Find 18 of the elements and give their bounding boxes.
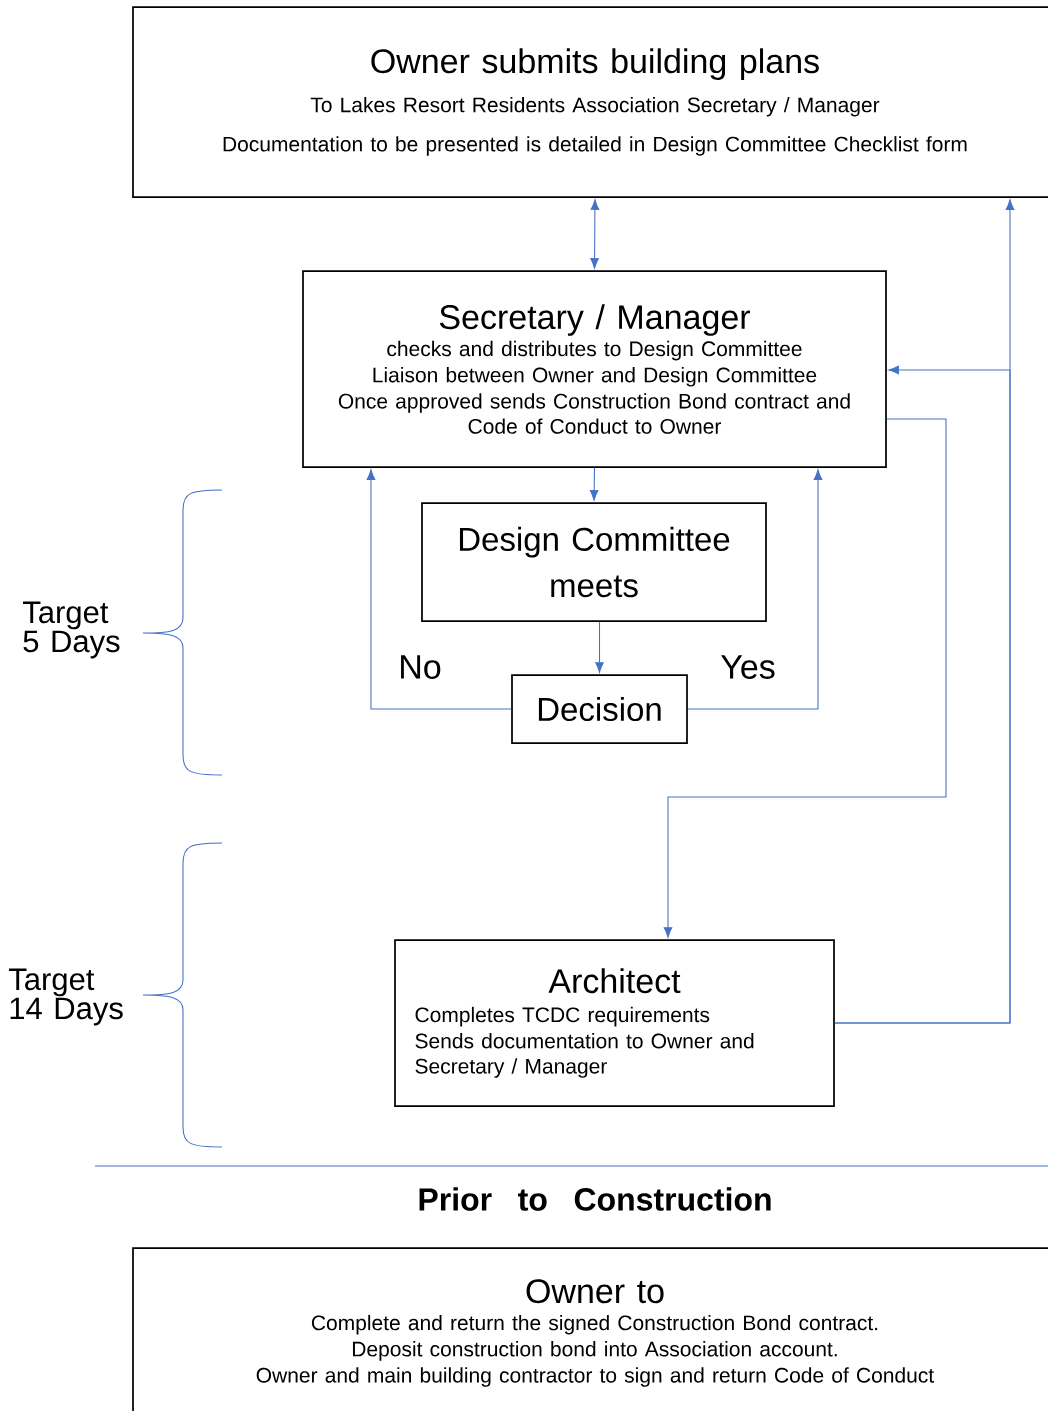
section-heading: Prior to Construction xyxy=(419,1187,771,1211)
process-box: Owner submits building plans To Lakes Resort Residents Association Secretary / Manager Documentation to be presented is detailed in Design Committee Checklist form xyxy=(132,6,1048,198)
arrow xyxy=(663,418,947,938)
arrow xyxy=(590,199,600,269)
edge-label: No xyxy=(396,653,444,681)
arrow xyxy=(595,621,604,673)
duration-label: Target 5 Days xyxy=(22,601,120,659)
process-box: Decision xyxy=(511,674,688,744)
process-box: Secretary / Manager checks and distributes to Design Committee Liaison between Owner and Design Committee Once approved sends Construction Bond contract and Code of Conduct to Owner xyxy=(302,270,887,468)
process-box: Design Committee meets xyxy=(421,502,767,622)
arrow xyxy=(687,469,823,710)
process-box: Architect Completes TCDC requirements Sends documentation to Owner and Secretary / Manager xyxy=(394,939,835,1107)
arrow xyxy=(366,469,512,710)
edge-label: Yes xyxy=(718,653,778,681)
arrow xyxy=(589,467,599,501)
duration-label: Target 14 Days xyxy=(8,968,123,1026)
process-box: Owner to Complete and return the signed Construction Bond contract. Deposit construction bond into Association account. Owner and main building contractor to sign and return Code of Conduct xyxy=(132,1247,1048,1411)
arrow xyxy=(834,365,1011,1024)
